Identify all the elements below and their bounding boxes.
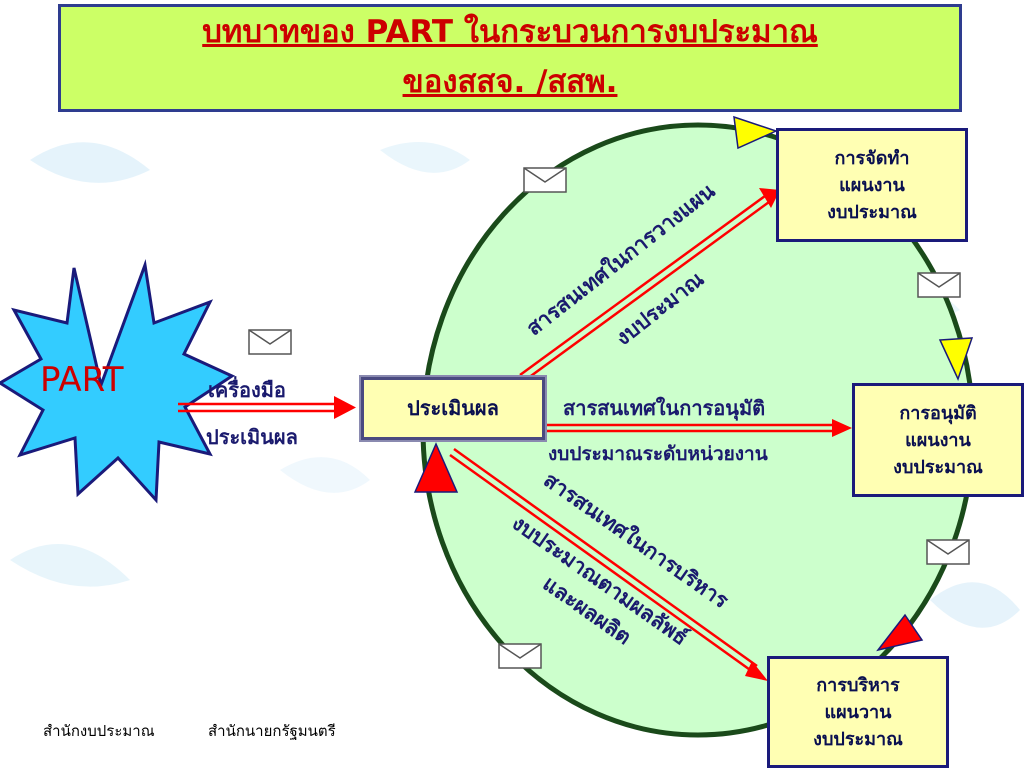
lower-arrow (449, 447, 768, 681)
approval-box-line3: งบประมาณ (893, 456, 983, 478)
middle-arrow-label-line1: สารสนเทศในการอนุมัติ (563, 396, 766, 420)
title-line-2: ของสสจ. /สสพ. (402, 64, 618, 100)
envelope-icon (523, 167, 567, 193)
evaluation-box-label: ประเมินผล (407, 396, 499, 420)
yellow-triangle-icon (938, 337, 974, 382)
management-box-line2: แผนวาน (824, 701, 892, 723)
envelope-icon (917, 272, 961, 298)
planning-box-line1: การจัดทำ (834, 147, 910, 169)
envelope-icon (248, 329, 292, 355)
part-to-eval-arrow (178, 396, 356, 419)
envelope-icon (498, 643, 542, 669)
red-triangle-icon (413, 442, 459, 493)
red-triangle-icon (876, 613, 924, 652)
middle-arrow (546, 419, 852, 437)
tool-label-line1: เครื่องมือ (208, 378, 286, 402)
footer-left: สำนักงบประมาณ (43, 722, 155, 740)
upper-arrow (519, 188, 780, 383)
planning-box: การจัดทำ แผนงาน งบประมาณ (776, 128, 968, 242)
management-box-line1: การบริหาร (816, 674, 900, 696)
management-box: การบริหาร แผนวาน งบประมาณ (767, 656, 949, 768)
yellow-triangle-icon (733, 115, 779, 150)
planning-box-line2: แผนงาน (839, 174, 905, 196)
planning-box-line3: งบประมาณ (827, 201, 917, 223)
approval-box-line1: การอนุมัติ (899, 402, 977, 424)
part-label: PART (40, 360, 124, 400)
envelope-icon (926, 539, 970, 565)
management-box-line3: งบประมาณ (813, 728, 903, 750)
approval-box: การอนุมัติ แผนงาน งบประมาณ (852, 383, 1024, 497)
title-banner: บทบาทของ PART ในกระบวนการงบประมาณ ของสสจ… (58, 4, 962, 112)
approval-box-line2: แผนงาน (905, 429, 971, 451)
middle-arrow-label-line2: งบประมาณระดับหน่วยงาน (548, 443, 768, 465)
star-burst-icon (0, 259, 236, 504)
footer-right: สำนักนายกรัฐมนตรี (208, 722, 336, 740)
evaluation-box: ประเมินผล (361, 377, 545, 440)
title-line-1: บทบาทของ PART ในกระบวนการงบประมาณ (202, 14, 818, 50)
tool-label-line2: ประเมินผล (206, 425, 298, 449)
